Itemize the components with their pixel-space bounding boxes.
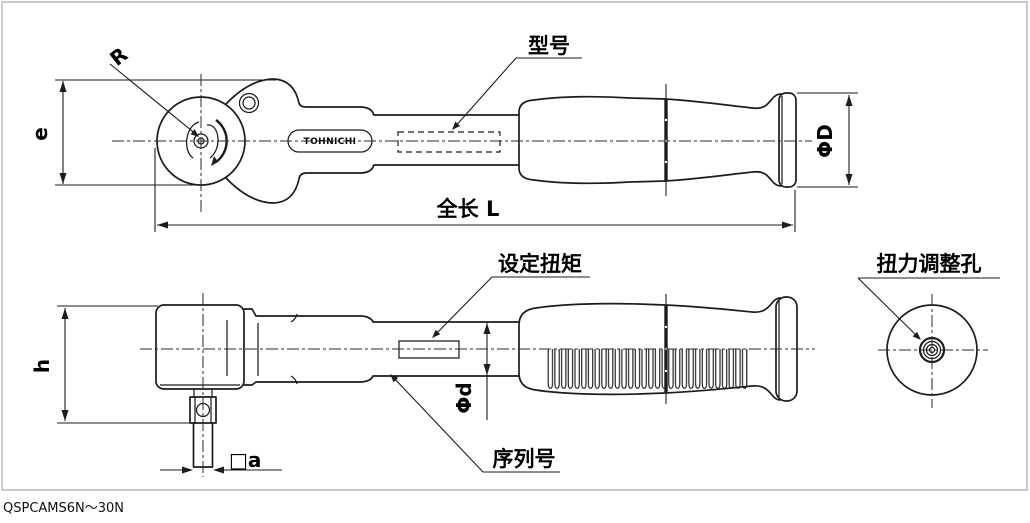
centerlines [112, 74, 988, 477]
end-cap [778, 92, 797, 188]
side-tube-top [243, 308, 546, 323]
drawing-border [1, 1, 1028, 491]
model-marking-area [397, 131, 501, 153]
ratchet-cam-right [206, 124, 219, 159]
label-torque-adjust-hole: 扭力调整孔 [877, 252, 982, 276]
grip-ribs [547, 349, 748, 390]
brand-text: TOHNICHI [304, 137, 357, 147]
dim-phi-d-handle: ΦD [813, 124, 837, 158]
label-serial-number: 序列号 [493, 447, 556, 471]
label-set-torque: 设定扭矩 [498, 252, 582, 276]
ratchet-cam-left [186, 121, 200, 159]
tube-tick-bottom [290, 375, 298, 385]
side-tube-bottom [243, 375, 546, 386]
label-overall-length: 全长 L [436, 197, 500, 221]
dim-h: h [30, 359, 54, 373]
head-pin-outer [238, 92, 260, 114]
tube-tick-top [290, 313, 298, 323]
caption-model-range: QSPCAMS6N～30N [3, 501, 124, 516]
dim-square-a: □a [229, 448, 261, 472]
body-bottom-edge [225, 164, 561, 204]
dim-e: e [28, 127, 52, 141]
dim-phi-d-tube: Φd [452, 382, 476, 413]
head-pin-inner [242, 96, 256, 110]
dimensions: e R 全长 L 型号 ΦD h □a [28, 34, 1000, 474]
ratchet-arrowhead [211, 156, 218, 166]
side-head-block [155, 304, 245, 390]
label-model: 型号 [528, 34, 570, 58]
handle [518, 93, 782, 187]
